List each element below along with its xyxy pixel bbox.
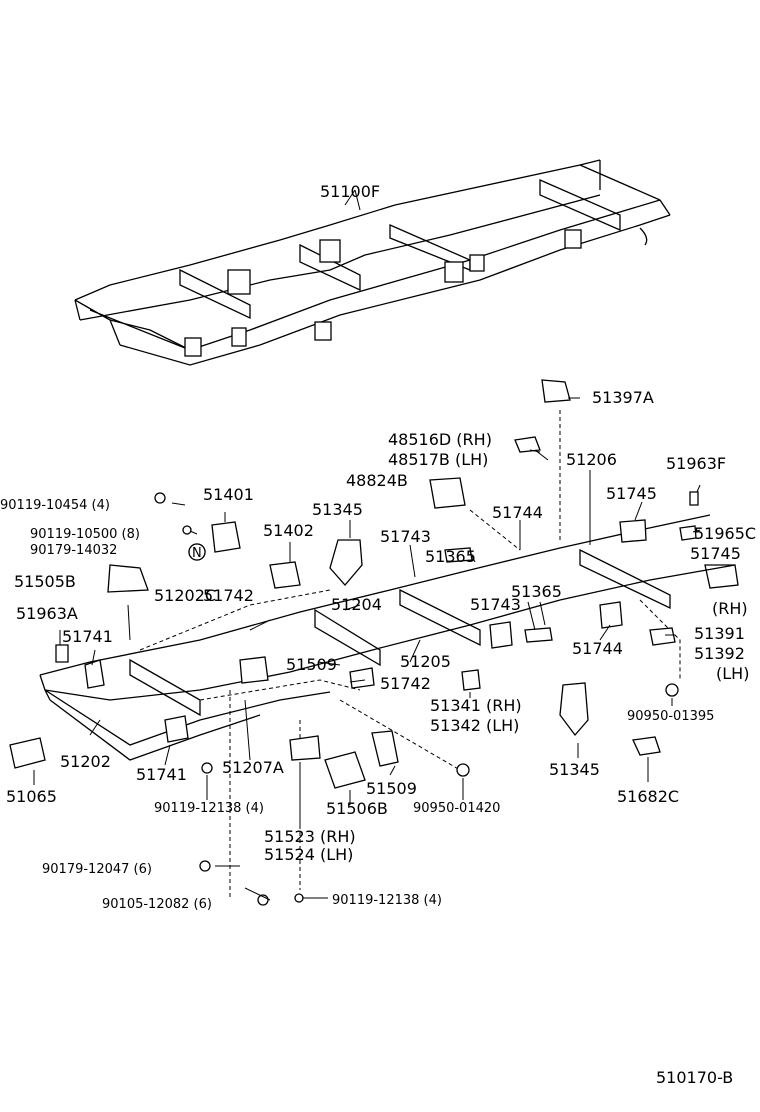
label-rh-1: (RH) — [712, 599, 748, 618]
label-90179-12047: 90179-12047 (6) — [42, 862, 152, 877]
label-48516d: 48516D (RH) — [388, 430, 492, 449]
label-51743-b: 51743 — [470, 595, 521, 614]
label-90950-01420: 90950-01420 — [413, 801, 500, 816]
label-51342: 51342 (LH) — [430, 716, 519, 735]
label-90119-12138-b: 90119-12138 (4) — [332, 893, 442, 908]
label-51523: 51523 (RH) — [264, 827, 356, 846]
label-51963a: 51963A — [16, 604, 78, 623]
label-51509-b: 51509 — [366, 779, 417, 798]
label-51345-b: 51345 — [549, 760, 600, 779]
label-51205: 51205 — [400, 652, 451, 671]
label-51401: 51401 — [203, 485, 254, 504]
label-51391: 51391 — [694, 624, 745, 643]
label-51509-a: 51509 — [286, 655, 337, 674]
label-51345-a: 51345 — [312, 500, 363, 519]
label-51506b: 51506B — [326, 799, 388, 818]
label-lh-1: (LH) — [716, 664, 749, 683]
diagram-id: 510170-B — [656, 1068, 733, 1087]
part-labels: 51100F 51397A 48516D (RH) 48517B (LH) 48… — [0, 182, 756, 1087]
label-51741-a: 51741 — [62, 627, 113, 646]
label-90119-10500: 90119-10500 (8) — [30, 527, 140, 542]
label-48517b: 48517B (LH) — [388, 450, 488, 469]
label-90105-12082: 90105-12082 (6) — [102, 897, 212, 912]
label-51745-a: 51745 — [606, 484, 657, 503]
exploded-frame-drawing — [9, 379, 739, 906]
label-51745-b: 51745 — [690, 544, 741, 563]
label-51965c: 51965C — [694, 524, 756, 543]
label-51202c: 51202C — [154, 586, 216, 605]
label-90119-10454: 90119-10454 (4) — [0, 498, 110, 513]
label-51744-b: 51744 — [572, 639, 623, 658]
label-51742-a: 51742 — [203, 586, 254, 605]
label-51682c: 51682C — [617, 787, 679, 806]
label-51505b: 51505B — [14, 572, 76, 591]
label-51392: 51392 — [694, 644, 745, 663]
label-frame-assy: 51100F — [320, 182, 380, 201]
label-51365-a: 51365 — [425, 547, 476, 566]
label-51202: 51202 — [60, 752, 111, 771]
label-51204: 51204 — [331, 595, 382, 614]
label-90119-12138-a: 90119-12138 (4) — [154, 801, 264, 816]
label-51743-a: 51743 — [380, 527, 431, 546]
label-51963f: 51963F — [666, 454, 726, 473]
label-48824b: 48824B — [346, 471, 408, 490]
label-51744-a: 51744 — [492, 503, 543, 522]
label-51207a: 51207A — [222, 758, 284, 777]
n-marker-icon: N — [188, 543, 206, 561]
label-51206: 51206 — [566, 450, 617, 469]
label-51524: 51524 (LH) — [264, 845, 353, 864]
label-51341: 51341 (RH) — [430, 696, 522, 715]
label-90179-14032: 90179-14032 — [30, 543, 117, 558]
label-51741-b: 51741 — [136, 765, 187, 784]
label-51397a: 51397A — [592, 388, 654, 407]
label-51402: 51402 — [263, 521, 314, 540]
label-90950-01395: 90950-01395 — [627, 709, 714, 724]
svg-text:N: N — [192, 546, 202, 561]
label-51365-b: 51365 — [511, 582, 562, 601]
frame-assembly-drawing — [74, 159, 671, 366]
label-51065: 51065 — [6, 787, 57, 806]
label-51742-b: 51742 — [380, 674, 431, 693]
